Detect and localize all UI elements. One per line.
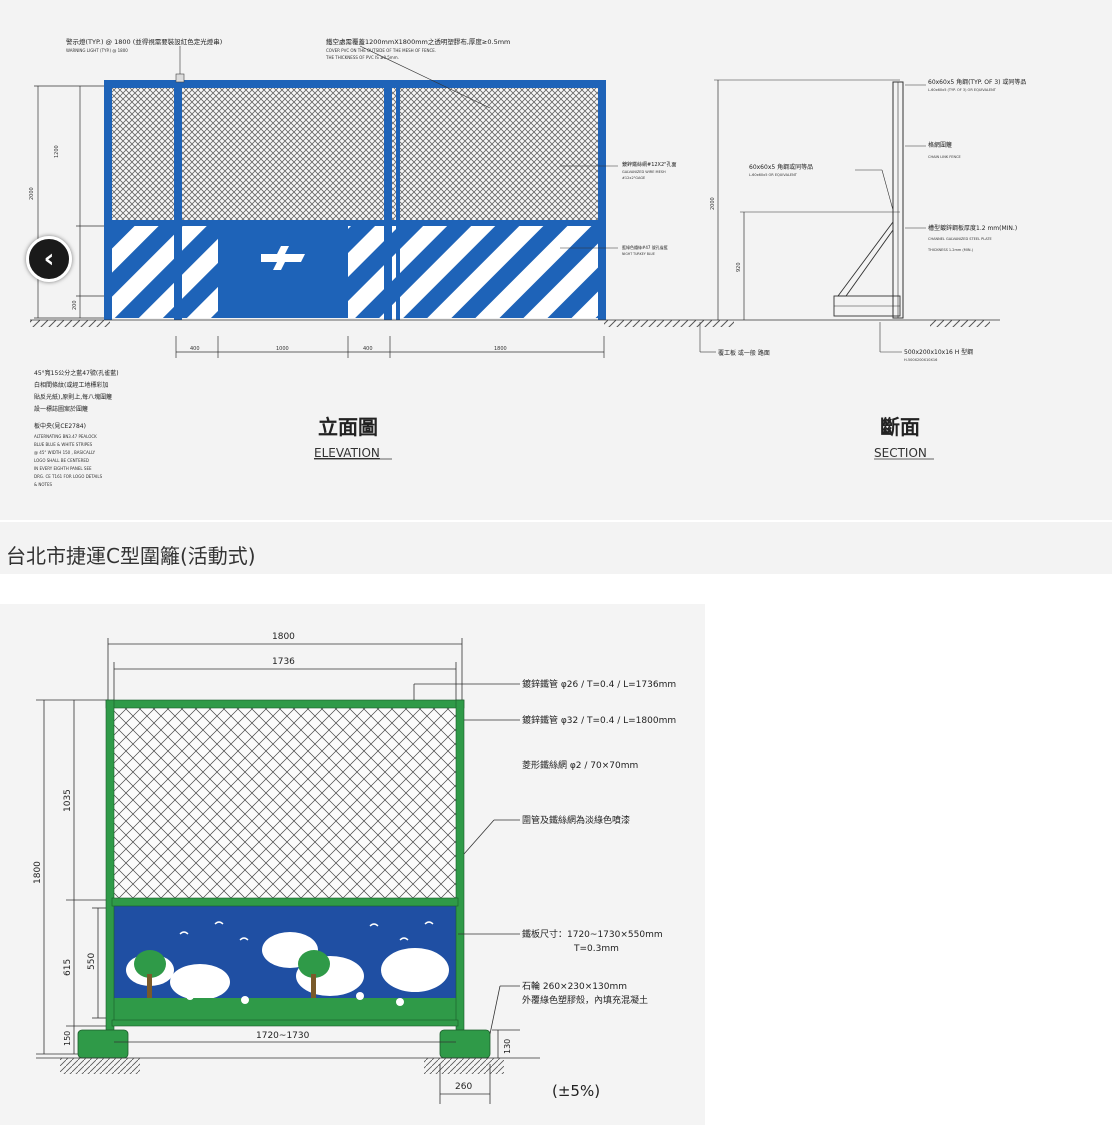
note-mesh: 鍍鋅鐵絲網#12X2"孔面 [622, 161, 676, 168]
note-pvc-en2: THE THICKNESS OF PVC IS ≥0.5mm. [325, 55, 399, 60]
note-plate-en1: CHANNEL GALVANIZED STEEL PLATE [928, 237, 992, 241]
dim-upper: 1035 [63, 789, 73, 812]
svg-text:貼反光紙),原則上,每八塊圍籬: 貼反光紙),原則上,每八塊圍籬 [34, 393, 112, 401]
dim-lower: 615 [63, 959, 73, 976]
note-angle-mid: 60x60x5 角鋼或同等品 [749, 163, 813, 171]
elevation-stripes [110, 226, 602, 318]
note-angle-top-en: L-60x60x5 (TYP. OF 3) OR EQUIVALENT [928, 88, 997, 92]
dim-top-inner: 1736 [272, 657, 295, 667]
ground-hatch [30, 320, 110, 327]
svg-text:LOGO SHALL BE CENTERED: LOGO SHALL BE CENTERED [34, 458, 89, 463]
dim-top-outer: 1800 [272, 632, 295, 642]
elevation-svg: 1200 2000 200 400 1000 400 1800 警示燈(TYP.… [29, 37, 1026, 487]
note-chain: 格網圍籬 [928, 141, 952, 149]
label-stone2: 外覆綠色塑膠殼，內填充混凝土 [522, 994, 648, 1006]
label-pipe2: 鍍鋅鐵管 φ32 / T=0.4 / L=1800mm [522, 714, 676, 726]
diamond-mesh [112, 706, 458, 900]
image-caption: 台北市捷運C型圍籬(活動式) [6, 544, 256, 568]
note-warning-light: 警示燈(TYP.) @ 1800 (並得視需要裝設紅色定光燈串) [66, 37, 222, 46]
section-title: 斷面 [880, 415, 920, 439]
dim-bottom-4: 1800 [494, 346, 507, 352]
section-dim-height: 2000 [710, 197, 716, 210]
note-warning-light-en: WARNING LIGHT (TYP.) @ 1800 [66, 48, 128, 53]
label-paint: 圍管及鐵絲網為淡綠色噴漆 [522, 814, 630, 826]
svg-text:@ 45° WIDTH 150 , BASICALLY: @ 45° WIDTH 150 , BASICALLY [34, 450, 96, 455]
svg-text:ALTERNATING BN3.47 PEALOCK: ALTERNATING BN3.47 PEALOCK [34, 434, 97, 439]
label-plate2: T=0.3mm [573, 944, 619, 954]
dim-stone-h: 130 [503, 1039, 512, 1054]
note-angle-top: 60x60x5 角鋼(TYP. OF 3) 或同等品 [928, 78, 1026, 86]
dim-left-3: 200 [72, 300, 78, 310]
note-plate: 槽型鍍鋅鋼板厚度1.2 mm(MIN.) [928, 224, 1017, 232]
svg-text:板中央(見CE2784): 板中央(見CE2784) [34, 422, 86, 430]
previous-image-button[interactable]: ‹ [26, 236, 72, 282]
c-type-svg: 1800 1736 1800 1035 615 550 150 927 [33, 632, 676, 1104]
note-hbeam-en: H-500X200X10X16 [904, 358, 937, 362]
c-type-fence [77, 699, 491, 1059]
callout-lines [413, 683, 520, 1035]
note-hbeam: 500x200x10x16 H 型鋼 [904, 348, 973, 356]
dim-bottom-1: 400 [190, 346, 200, 352]
left-dimensions-2 [36, 699, 147, 1055]
image-caption-bar: 台北市捷運C型圍籬(活動式) [0, 522, 1112, 574]
elevation-mesh [110, 86, 602, 228]
tolerance: (±5%) [552, 1082, 600, 1100]
label-mesh: 菱形鐵絲網 φ2 / 70×70mm [522, 759, 638, 771]
top-dimensions [107, 638, 463, 700]
label-pipe1: 鍍鋅鐵管 φ26 / T=0.4 / L=1736mm [522, 678, 676, 690]
left-dimensions [34, 85, 104, 319]
note-angle-mid-en: L-60x60x5 OR EQUIVALENT [749, 173, 798, 177]
note-plate-en2: THICKNESS 1.2mm (MIN.) [927, 248, 974, 252]
dim-base: 150 [63, 1031, 72, 1046]
dim-stone-w: 260 [455, 1082, 472, 1092]
section-title-en: SECTION [874, 446, 927, 460]
logo-panel [218, 226, 348, 318]
note-chain-en: CHAIN LINK FENCE [928, 155, 961, 159]
svg-text:白相間條紋(或經工地標彩加: 白相間條紋(或經工地標彩加 [34, 381, 108, 389]
elevation-title-en: ELEVATION [314, 446, 380, 460]
svg-text:IN EVERY EIGHTH PANEL SEE: IN EVERY EIGHTH PANEL SEE [34, 466, 92, 471]
c-type-fence-drawing: 1800 1736 1800 1035 615 550 150 927 [0, 604, 705, 1125]
panel-illustration [112, 921, 458, 1022]
bottom-dimensions [175, 336, 605, 358]
stone-base-left [77, 1029, 129, 1059]
label-plate1: 鐵板尺寸：1720~1730×550mm [522, 928, 663, 940]
dim-left-2: 2000 [29, 187, 35, 200]
label-stone1: 石輪 260×230×130mm [522, 980, 627, 992]
svg-text:45°寬15公分之藍47號(孔雀藍): 45°寬15公分之藍47號(孔雀藍) [34, 369, 119, 377]
note-road: 覆工板 或一般 路面 [718, 349, 770, 357]
section-dim-plate: 920 [736, 262, 742, 272]
metro-logo-icon [261, 246, 305, 270]
stripe-notes: 45°寬15公分之藍47號(孔雀藍) 白相間條紋(或經工地標彩加 貼反光紙),原… [34, 369, 119, 430]
dim-left-1: 1200 [54, 145, 60, 158]
dim-bottom-2: 1000 [276, 346, 289, 352]
warning-light-icon [175, 73, 185, 83]
dim-panel: 550 [87, 953, 97, 970]
note-pvc-en1: COVER PVC ON THE OUTSIDE OF THE MESH OF … [326, 48, 436, 53]
elevation-title: 立面圖 [318, 415, 378, 439]
svg-text:DRG. CE T161 FOR LOGO DETAILS: DRG. CE T161 FOR LOGO DETAILS [34, 474, 103, 479]
note-blue: 藍綠色鐵絲#47 號孔雀藍 [622, 244, 668, 250]
svg-text:設一標誌圖案於圍籬: 設一標誌圖案於圍籬 [34, 405, 88, 413]
stripe-notes-en: ALTERNATING BN3.47 PEALOCK BLUE BLUE & W… [34, 434, 103, 487]
note-mesh-en1: GALVANIZED WIRE MESH [622, 170, 666, 174]
note-pvc: 鐵空處需覆蓋1200mmX1800mm之透明塑膠布,厚度≥0.5mm [326, 37, 510, 46]
svg-text:& NOTES: & NOTES [34, 482, 53, 487]
elevation-fence [104, 73, 606, 320]
dim-panel-width: 1720~1730 [256, 1031, 310, 1041]
svg-text:BLUE BLUE & WHITE STRIPES: BLUE BLUE & WHITE STRIPES [34, 442, 93, 447]
dim-total-height: 1800 [33, 861, 43, 884]
dim-bottom-3: 400 [363, 346, 373, 352]
note-mesh-en2: #12x2"GAGE [622, 176, 645, 180]
section-fence [714, 79, 904, 320]
note-blue-en: NIGHT TURKEY BLUE [622, 252, 655, 256]
elevation-section-drawing: 1200 2000 200 400 1000 400 1800 警示燈(TYP.… [0, 0, 1112, 520]
chevron-left-icon: ‹ [43, 244, 55, 274]
stone-base-right [439, 1029, 491, 1059]
